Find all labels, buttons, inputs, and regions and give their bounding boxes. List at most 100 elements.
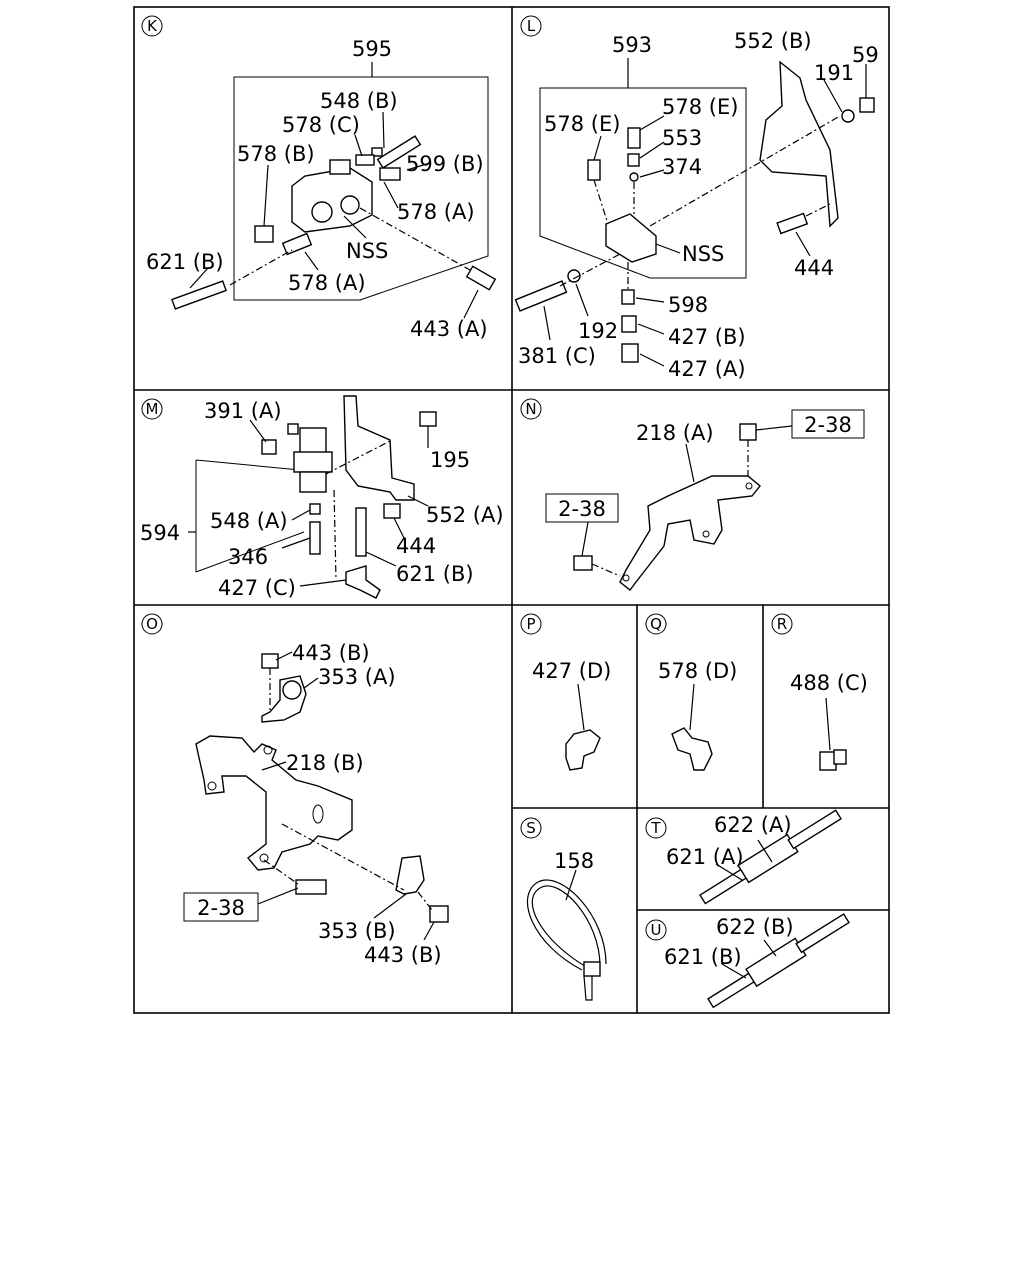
label-nss-k: NSS xyxy=(346,239,388,263)
fitting-553 xyxy=(627,153,640,167)
bolt-2-38-top xyxy=(739,423,757,441)
fitting-578e-right xyxy=(627,127,641,149)
nut-59 xyxy=(859,97,875,113)
label-578a-top: 578 (A) xyxy=(397,200,475,224)
assembly-bracket-594 xyxy=(195,459,305,573)
section-r-marker: R xyxy=(771,613,793,635)
label-548b: 548 (B) xyxy=(320,89,398,113)
label-622a: 622 (A) xyxy=(714,813,792,837)
label-353b: 353 (B) xyxy=(318,919,396,943)
label-59: 59 xyxy=(852,43,879,67)
section-l: L 593 xyxy=(514,15,879,381)
section-n-letter: N xyxy=(525,400,536,418)
elbow-578d xyxy=(671,727,713,771)
fitting-578c xyxy=(355,154,375,166)
washer-191 xyxy=(841,109,855,123)
elbow-427a xyxy=(621,343,639,363)
label-593: 593 xyxy=(612,33,652,57)
tube-621a-right xyxy=(787,809,842,850)
label-ref-2-38-bottom: 2-38 xyxy=(558,497,606,521)
section-k-letter: K xyxy=(147,17,158,35)
section-n-marker: N xyxy=(520,398,542,420)
label-427b: 427 (B) xyxy=(668,325,746,349)
label-427c: 427 (C) xyxy=(218,576,296,600)
section-m-marker: M xyxy=(141,398,163,420)
solenoid-valve xyxy=(287,423,333,493)
tube-621b-u-right xyxy=(795,913,850,954)
section-n: N 218 (A) 2-38 2-38 xyxy=(520,398,865,591)
label-374: 374 xyxy=(662,155,702,179)
label-578c: 578 (C) xyxy=(282,113,360,137)
label-548a: 548 (A) xyxy=(210,509,288,533)
label-621a: 621 (A) xyxy=(666,845,744,869)
tube-621b-u xyxy=(707,971,757,1009)
label-552a: 552 (A) xyxy=(426,503,504,527)
label-ref-2-38-top: 2-38 xyxy=(804,413,852,437)
section-p: P 427 (D) xyxy=(520,613,611,771)
cable-tie-158 xyxy=(527,879,607,1001)
label-391a: 391 (A) xyxy=(204,399,282,423)
section-r-letter: R xyxy=(777,615,787,633)
label-158: 158 xyxy=(554,849,594,873)
label-427a: 427 (A) xyxy=(668,357,746,381)
section-u-marker: U xyxy=(645,919,667,941)
label-578e-right: 578 (E) xyxy=(662,95,738,119)
label-553: 553 xyxy=(662,126,702,150)
bracket-552b xyxy=(759,60,839,228)
section-t-letter: T xyxy=(650,819,661,837)
label-381c: 381 (C) xyxy=(518,344,596,368)
section-m: M 391 (A) 195 552 (A) 594 5 xyxy=(140,395,504,600)
label-578e-left: 578 (E) xyxy=(544,112,620,136)
label-191: 191 xyxy=(814,61,854,85)
section-q: Q 578 (D) xyxy=(645,613,737,771)
fitting-548a xyxy=(309,503,321,515)
tube-621b xyxy=(171,280,227,310)
block-nss-l xyxy=(605,213,657,263)
label-444-m: 444 xyxy=(396,534,436,558)
section-u-letter: U xyxy=(651,921,662,939)
elbow-427d xyxy=(565,729,601,771)
label-192: 192 xyxy=(578,319,618,343)
bolt-443b-bottom xyxy=(429,905,449,923)
label-443b-top: 443 (B) xyxy=(292,641,370,665)
label-621b-u: 621 (B) xyxy=(664,945,742,969)
tube-346 xyxy=(309,521,321,555)
label-353a: 353 (A) xyxy=(318,665,396,689)
label-622b: 622 (B) xyxy=(716,915,794,939)
bolt-444-m xyxy=(383,503,401,519)
fitting-578a-top xyxy=(379,167,401,181)
fitting-548b xyxy=(371,147,383,157)
bracket-218b xyxy=(195,735,353,871)
assembly-bracket-593 xyxy=(539,87,747,279)
label-621b-k: 621 (B) xyxy=(146,250,224,274)
section-m-letter: M xyxy=(146,400,159,418)
section-p-letter: P xyxy=(526,615,535,633)
ref-box-2-38-bottom xyxy=(545,493,619,523)
section-t: T 622 (A) 621 (A) xyxy=(645,809,842,905)
label-nss-l: NSS xyxy=(682,242,724,266)
fitting-598 xyxy=(621,289,635,305)
label-488c: 488 (C) xyxy=(790,671,868,695)
diagram-frame xyxy=(133,6,890,1014)
section-s-letter: S xyxy=(526,819,536,837)
label-595: 595 xyxy=(352,37,392,61)
section-s: S 158 xyxy=(520,817,607,1001)
ref-box-2-38-top xyxy=(791,409,865,439)
label-621b-m: 621 (B) xyxy=(396,562,474,586)
fitting-578e-left xyxy=(587,159,601,181)
label-552b: 552 (B) xyxy=(734,29,812,53)
label-195: 195 xyxy=(430,448,470,472)
label-443a: 443 (A) xyxy=(410,317,488,341)
section-q-letter: Q xyxy=(650,615,662,633)
label-594: 594 xyxy=(140,521,180,545)
label-444-l: 444 xyxy=(794,256,834,280)
plug-488c-thread xyxy=(833,749,847,765)
label-578b: 578 (B) xyxy=(237,142,315,166)
fitting-578a-bottom xyxy=(281,232,313,256)
bolt-2-38-bottom xyxy=(573,555,593,571)
section-o: O 443 (B) 353 (A) 218 (B) 2-38 353 (B) 4… xyxy=(141,613,449,967)
section-u: U 622 (B) 621 (B) xyxy=(645,913,850,1009)
tube-599b xyxy=(376,135,422,169)
section-p-marker: P xyxy=(520,613,542,635)
clip-353a xyxy=(261,675,307,723)
